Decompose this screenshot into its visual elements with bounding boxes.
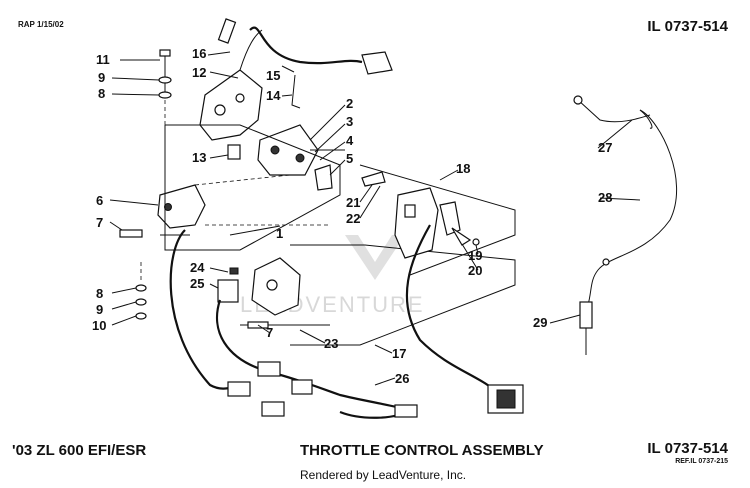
callout-13: 13 — [192, 150, 206, 165]
model-name: '03 ZL 600 EFI/ESR — [12, 442, 147, 459]
callout-labels: 11 9 8 16 12 15 14 2 3 4 5 13 6 7 1 18 2… — [92, 46, 612, 386]
callout-11: 11 — [96, 52, 110, 67]
callout-9-top: 9 — [98, 70, 105, 85]
callout-27: 27 — [598, 140, 612, 155]
callout-10: 10 — [92, 318, 106, 333]
lever-plate — [361, 171, 480, 259]
callout-7-lower: 7 — [266, 325, 273, 340]
illustration-id-top: IL 0737-514 — [647, 18, 728, 35]
callout-9-left: 9 — [96, 302, 103, 317]
lower-housing — [217, 257, 301, 329]
illustration-id-bottom: IL 0737-514 — [647, 440, 728, 457]
callout-25: 25 — [190, 276, 204, 291]
leader-lines — [109, 51, 641, 386]
callout-12: 12 — [192, 65, 206, 80]
callout-14: 14 — [266, 88, 281, 103]
callout-4: 4 — [346, 133, 354, 148]
callout-3: 3 — [346, 114, 353, 129]
render-credit: Rendered by LeadVenture, Inc. — [300, 468, 467, 482]
callout-19: 19 — [468, 248, 482, 263]
throttle-switch — [257, 124, 345, 191]
callout-29: 29 — [533, 315, 547, 330]
reference-id: REF.IL 0737-215 — [675, 458, 728, 465]
callout-1: 1 — [276, 226, 283, 241]
top-harness — [217, 18, 393, 109]
wiring-harness — [169, 224, 524, 419]
callout-2: 2 — [346, 96, 353, 111]
callout-20: 20 — [468, 263, 482, 278]
diagram-title: THROTTLE CONTROL ASSEMBLY — [300, 442, 544, 459]
bracket-12 — [199, 29, 263, 160]
callout-5: 5 — [346, 151, 353, 166]
revision-date: RAP 1/15/02 — [18, 20, 64, 29]
assembly-outline — [164, 124, 516, 346]
callout-17: 17 — [392, 346, 406, 361]
washer-stack-left — [135, 262, 147, 320]
throttle-cable — [573, 95, 678, 355]
callout-8-left: 8 — [96, 286, 103, 301]
screw-stack-top — [158, 49, 172, 125]
callout-23: 23 — [324, 336, 338, 351]
callout-21: 21 — [346, 195, 360, 210]
callout-7-left: 7 — [96, 215, 103, 230]
callout-24: 24 — [190, 260, 205, 275]
callout-15: 15 — [266, 68, 280, 83]
callout-6: 6 — [96, 193, 103, 208]
callout-8-top: 8 — [98, 86, 105, 101]
callout-22: 22 — [346, 211, 360, 226]
callout-16: 16 — [192, 46, 206, 61]
callout-26: 26 — [395, 371, 409, 386]
callout-28: 28 — [598, 190, 612, 205]
callout-18: 18 — [456, 161, 470, 176]
housing-6 — [119, 184, 206, 238]
